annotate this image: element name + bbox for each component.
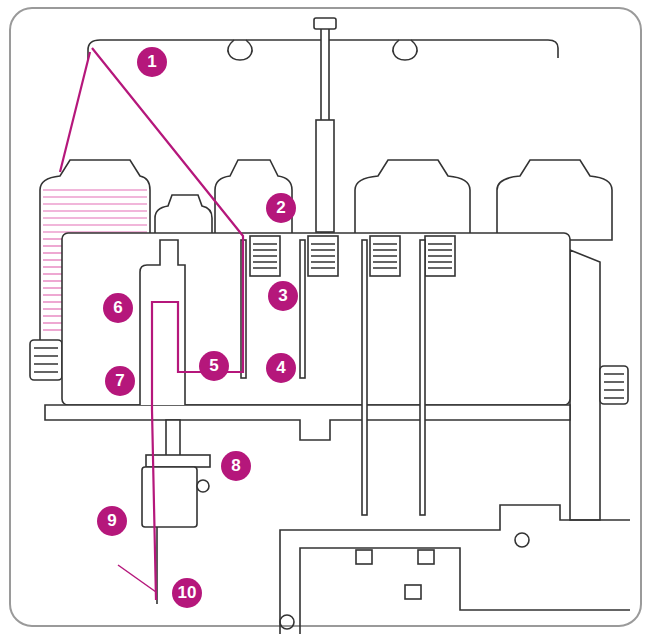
- lower-frame: [300, 548, 630, 634]
- stand-knob: [314, 18, 336, 29]
- thread-path: [60, 48, 243, 600]
- callout-number: 4: [266, 353, 296, 383]
- thread-guide: [420, 240, 425, 515]
- thread: [92, 48, 243, 600]
- thread-line: [43, 315, 62, 316]
- screw: [280, 615, 294, 629]
- front-cover: [62, 233, 570, 405]
- thread-line: [43, 322, 62, 323]
- thread-line: [43, 210, 147, 211]
- looper-part: [418, 550, 434, 564]
- callout-number: 1: [137, 47, 167, 77]
- thread-line: [43, 301, 62, 302]
- callout-number: 6: [103, 293, 133, 323]
- stand-loop: [228, 40, 252, 60]
- screw: [515, 533, 529, 547]
- callout-number: 3: [268, 281, 298, 311]
- ridges: [34, 244, 630, 634]
- thread-line: [43, 224, 147, 225]
- screw: [197, 480, 209, 492]
- thread-line: [43, 287, 62, 288]
- side-panel: [570, 250, 600, 520]
- thread-tail: [118, 565, 156, 592]
- left-knob: [30, 340, 62, 380]
- tension-dial: [425, 236, 455, 276]
- presser-bar: [146, 455, 210, 467]
- machine-body: [30, 233, 628, 527]
- lower-frame: [280, 505, 630, 634]
- dial-ridges: [253, 244, 277, 268]
- wheel-ridges: [604, 374, 624, 398]
- callout-number: 8: [221, 451, 251, 481]
- thread-line: [43, 308, 62, 309]
- thread-line: [43, 203, 147, 204]
- callout-number: 9: [97, 506, 127, 536]
- bed-ledge: [45, 405, 570, 440]
- thread-line: [43, 294, 62, 295]
- thread-spool: [355, 160, 470, 240]
- thread-line: [43, 196, 147, 197]
- thread-stand: [88, 18, 558, 233]
- stand-pole: [316, 120, 334, 232]
- dial-ridges: [373, 244, 397, 268]
- thread-line: [43, 259, 62, 260]
- thread-spool: [497, 160, 612, 240]
- thread-line: [43, 329, 62, 330]
- thread-guide: [300, 240, 305, 378]
- callout-number: 2: [266, 193, 296, 223]
- tension-dial: [250, 236, 280, 276]
- stand-hook: [548, 40, 558, 58]
- callout-number: 10: [172, 578, 202, 608]
- dial-ridges: [428, 244, 452, 268]
- dial-ridges: [311, 244, 335, 268]
- thread-line: [43, 189, 147, 190]
- presser-foot: [142, 467, 197, 527]
- tension-dial: [308, 236, 338, 276]
- thread-line: [43, 238, 62, 239]
- looper-part: [405, 585, 421, 599]
- thread-line: [43, 245, 62, 246]
- handwheel: [600, 366, 628, 404]
- needle-bar: [166, 420, 180, 456]
- callout-number: 7: [105, 366, 135, 396]
- thread-line: [43, 252, 62, 253]
- callout-number: 5: [199, 351, 229, 381]
- looper-part: [356, 550, 372, 564]
- thread-guide: [362, 240, 367, 515]
- thread-line: [43, 280, 62, 281]
- thread: [60, 52, 90, 172]
- thread-line: [43, 266, 62, 267]
- thread-line: [43, 273, 62, 274]
- frame: [10, 8, 641, 626]
- knob-ridges: [34, 348, 58, 372]
- thread-line: [43, 217, 147, 218]
- stand-loop: [393, 40, 417, 60]
- tension-dial: [370, 236, 400, 276]
